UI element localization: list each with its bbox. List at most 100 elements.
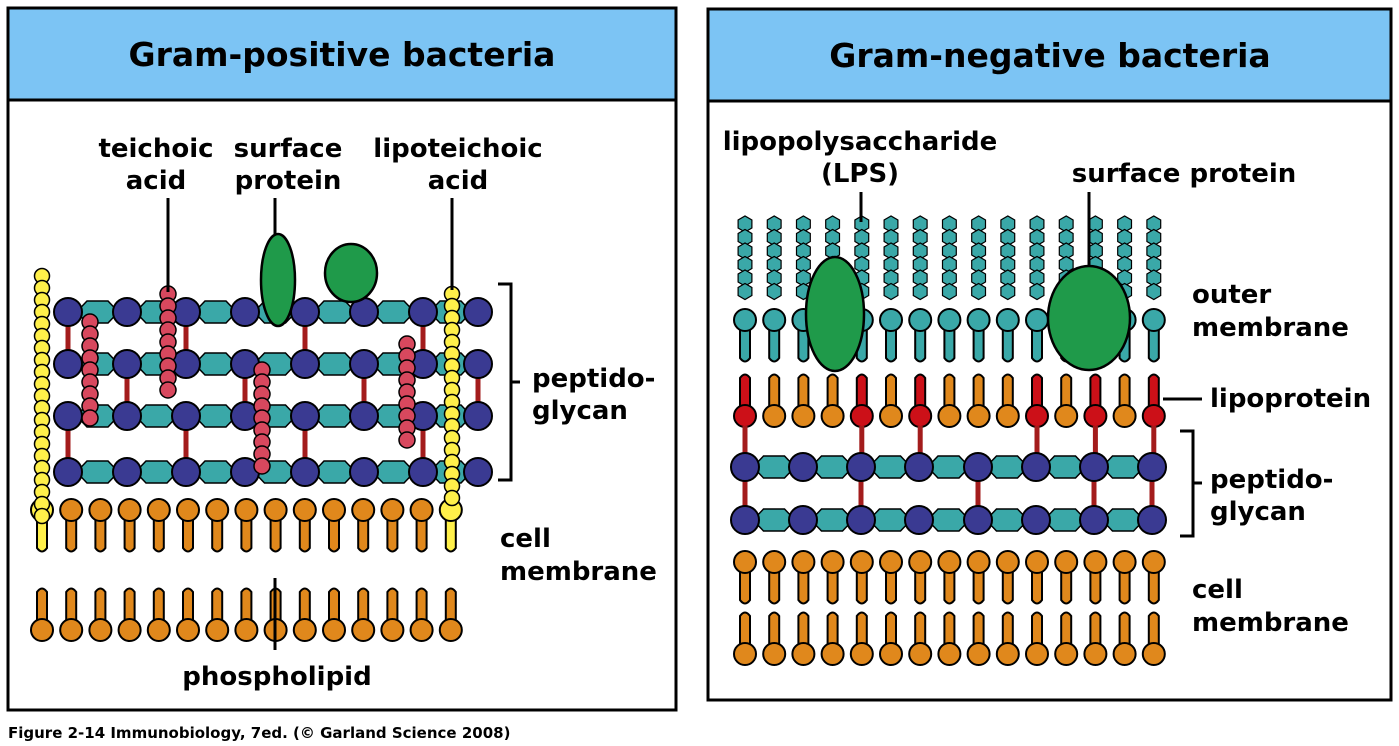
peptide-node	[53, 401, 83, 431]
lps-sugar	[883, 282, 899, 301]
lps-chain	[883, 215, 899, 301]
peptide-node	[290, 457, 320, 487]
surface-protein-label-line2: protein	[235, 166, 342, 196]
peptide-node	[290, 349, 320, 379]
peptide-node	[112, 457, 142, 487]
right-peptidoglycan	[730, 452, 1167, 535]
peptide-node	[463, 401, 493, 431]
phospholipid-upper	[409, 498, 434, 553]
lipoprotein	[1141, 373, 1166, 428]
lipoprotein	[733, 373, 757, 428]
lps-chain	[1146, 215, 1162, 301]
lps-sugar	[1146, 282, 1162, 301]
peptide-node	[408, 297, 438, 327]
peptidoglycan-label-line2: glycan	[1210, 497, 1306, 527]
phospholipid-upper	[820, 550, 845, 605]
inner-lipid	[879, 373, 903, 428]
lps-chain	[912, 215, 928, 301]
peptide-node	[1021, 505, 1051, 535]
phospholipid-upper	[322, 498, 346, 553]
phospholipid-upper	[791, 550, 816, 605]
peptide-node	[463, 297, 493, 327]
phospholipid-upper	[1054, 550, 1079, 605]
phospholipid-upper	[733, 550, 757, 605]
outer-lipid	[937, 308, 962, 363]
phospholipid-upper	[1025, 550, 1049, 605]
peptidoglycan-label-line1: peptido-	[1210, 465, 1333, 495]
left-teichoic-chains	[33, 267, 461, 525]
peptide-node	[1137, 505, 1167, 535]
peptide-node	[463, 457, 493, 487]
lps-sugar	[766, 282, 782, 301]
lps-sugar	[912, 282, 928, 301]
outer-lipid	[762, 308, 787, 363]
peptide-node	[1137, 452, 1167, 482]
lipoprotein	[849, 373, 874, 428]
peptide-node	[230, 297, 260, 327]
teichoic-chain-3	[253, 361, 271, 475]
lps-chain	[1117, 215, 1133, 301]
phospholipid-upper	[1141, 550, 1166, 605]
phospholipid-upper	[1112, 550, 1137, 605]
inner-lipid	[937, 373, 962, 428]
lps-sugar	[1000, 282, 1016, 301]
phospholipid-upper	[59, 498, 84, 553]
outer-lipid	[908, 308, 933, 363]
peptide-node	[1021, 452, 1051, 482]
inner-lipid	[995, 373, 1020, 428]
gram-positive-title: Gram-positive bacteria	[129, 35, 556, 74]
right-cell-membrane	[733, 550, 1166, 666]
peptide-node	[1079, 452, 1109, 482]
gram-positive-header	[9, 9, 675, 100]
peptide-node	[349, 349, 379, 379]
peptidoglycan-label-line2: glycan	[532, 396, 628, 426]
phospholipid-lower	[59, 587, 84, 642]
lps-sugar	[941, 282, 957, 301]
chain-bead	[159, 381, 177, 399]
lps-sugar	[1029, 282, 1045, 301]
lps-sugar	[971, 282, 987, 301]
teichoic-chain-4	[398, 335, 416, 449]
gram-positive-panel: Gram-positive bacteria teichoic acid sur…	[6, 6, 678, 712]
phospholipid-lower	[146, 587, 171, 642]
phospholipid-lower	[879, 611, 903, 666]
peptide-node	[788, 505, 818, 535]
teichoic-chain-2	[81, 313, 99, 427]
outer-lipid	[995, 308, 1020, 363]
phospholipid-upper	[351, 498, 376, 553]
peptidoglycan-label-line1: peptido-	[532, 364, 655, 394]
teichoic-acid-label-line2: acid	[126, 166, 186, 196]
phospholipid-lower	[1025, 611, 1049, 666]
right-surface-proteins	[804, 255, 1132, 373]
phospholipid-lower	[791, 611, 816, 666]
peptide-node	[349, 401, 379, 431]
cell-membrane-label-line1: cell	[1192, 575, 1243, 605]
phospholipid-upper	[937, 550, 962, 605]
phospholipid-lower	[1141, 611, 1166, 666]
lps-label-line1: lipopolysaccharide	[723, 127, 998, 157]
surface-protein-label: surface protein	[1072, 159, 1297, 189]
phospholipid-upper	[380, 498, 405, 553]
lipoprotein	[908, 373, 933, 428]
lipoprotein	[1083, 373, 1108, 428]
phospholipid-upper	[176, 498, 200, 553]
phospholipid-lower	[322, 587, 346, 642]
lps-chain	[766, 215, 782, 301]
outer-lipid	[966, 308, 991, 363]
surface-protein-1	[259, 232, 297, 328]
phospholipid-lower	[1054, 611, 1079, 666]
chain-bead	[443, 489, 461, 507]
peptide-node	[730, 452, 760, 482]
lps-chain	[1029, 215, 1045, 301]
cell-membrane-label-line2: membrane	[1192, 608, 1349, 638]
phospholipid-upper	[879, 550, 903, 605]
phospholipid-lower	[937, 611, 962, 666]
outer-protein-1	[804, 255, 866, 373]
lps-chain	[971, 215, 987, 301]
peptide-node	[171, 297, 201, 327]
lps-label-line2: (LPS)	[821, 159, 899, 189]
phospholipid-lower	[1112, 611, 1137, 666]
phospholipid-upper	[117, 498, 142, 553]
phospholipid-lower	[380, 587, 405, 642]
peptide-node	[963, 452, 993, 482]
